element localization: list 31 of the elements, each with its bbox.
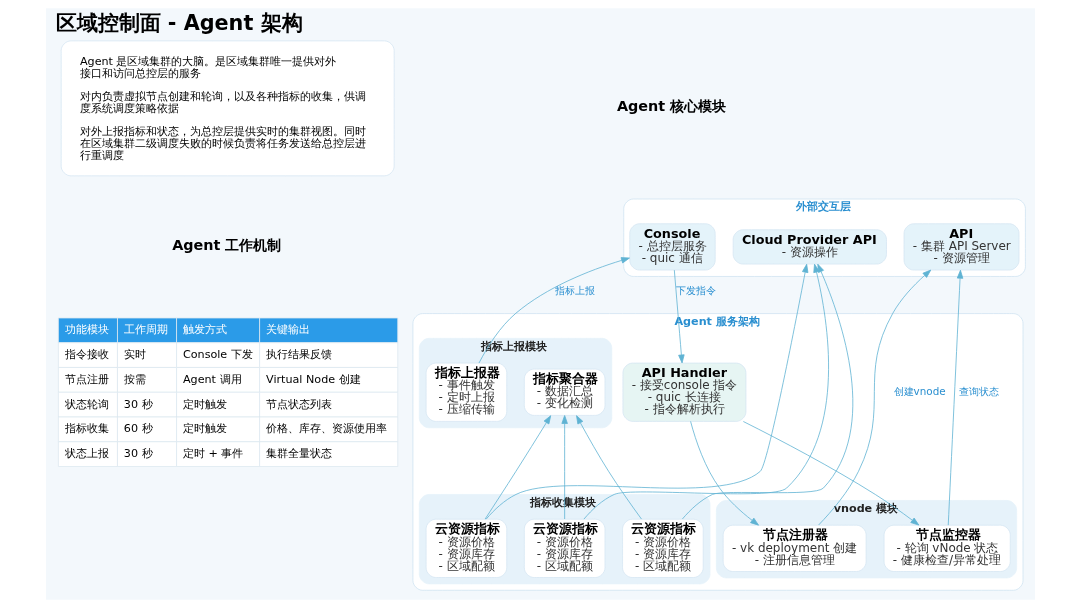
label: Agent 工作机制: [171, 236, 281, 253]
label: 工作周期: [123, 323, 168, 337]
edge-label: 下发指令: [675, 284, 716, 297]
label: 60 秒: [123, 422, 153, 436]
label: 30 秒: [123, 397, 153, 411]
label: Console 下发: [182, 348, 253, 362]
label: 价格、库存、资源使用率: [265, 422, 387, 436]
label: 指令接收: [64, 348, 109, 362]
label: 执行结果反馈: [265, 348, 332, 362]
label: 功能模块: [64, 323, 109, 337]
label: 定时触发: [182, 422, 227, 436]
label: 实时: [123, 348, 146, 362]
edge-label: 查询状态: [958, 384, 999, 397]
label: 触发方式: [182, 323, 227, 337]
label: Agent 调用: [182, 372, 242, 386]
label: 关键输出: [265, 323, 310, 337]
diagram-title: 区域控制面 - Agent 架构: [55, 11, 303, 36]
label: 定时触发: [182, 397, 227, 411]
label: 节点注册: [64, 372, 109, 386]
edge-label: 创建vnode: [893, 384, 946, 397]
label: 状态上报: [64, 447, 109, 461]
label: Virtual Node 创建: [265, 372, 361, 386]
label: 指标收集: [64, 422, 109, 436]
label: 节点状态列表: [265, 397, 332, 411]
label: Agent 核心模块: [616, 98, 726, 115]
label: 按需: [123, 372, 146, 386]
label: 状态轮询: [64, 397, 109, 411]
edge-label: 指标上报: [554, 284, 595, 297]
label: 30 秒: [123, 447, 153, 461]
label: 集群全量状态: [265, 447, 332, 461]
label: 定时 + 事件: [182, 447, 243, 461]
